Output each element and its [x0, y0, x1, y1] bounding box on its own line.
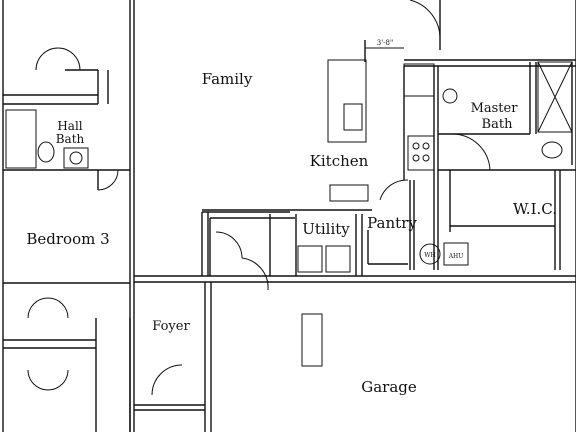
- label-garage: Garage: [361, 378, 417, 396]
- label-family: Family: [202, 70, 253, 88]
- wall-bedroom-closet: [3, 318, 131, 432]
- label-utility: Utility: [302, 220, 350, 238]
- label-wic: W.I.C.: [513, 200, 557, 218]
- door-swing-garage: [241, 257, 269, 291]
- master-toilet: [541, 141, 563, 159]
- kitchen-sink: [343, 103, 363, 131]
- label-kitchen: Kitchen: [310, 152, 369, 170]
- door-swing-foyer: [151, 364, 183, 396]
- kitchen-island: [327, 59, 367, 143]
- fixtures: [5, 47, 573, 367]
- bathtub: [5, 109, 37, 169]
- door-swing-master-bath: [451, 133, 491, 171]
- wall-master: [438, 0, 576, 276]
- wall-kitchen: [364, 0, 576, 270]
- door-swing-bath: [97, 169, 119, 191]
- door-swing-utility: [215, 231, 243, 259]
- refrigerator: [403, 63, 435, 97]
- door-swings: [27, 0, 491, 396]
- shower-line-2: [537, 61, 573, 133]
- door-swing-closet-4: [47, 297, 69, 319]
- wall-pantry: [367, 180, 415, 270]
- label-air-handler: AHU: [448, 253, 464, 260]
- water-heater: [419, 243, 441, 265]
- label-hall-bath-1: Hall: [57, 119, 82, 133]
- door-swing-closet-3: [27, 297, 49, 319]
- door-swing-closet-5: [27, 369, 49, 391]
- air-handler: [443, 242, 469, 266]
- master-shower: [537, 61, 573, 133]
- door-swing-pantry: [379, 179, 409, 201]
- wall-utility: [209, 214, 363, 276]
- door-swing-closet-6: [47, 369, 69, 391]
- label-dimension: 3'-8": [377, 39, 393, 47]
- wall-left-column: [2, 0, 135, 432]
- range: [407, 135, 435, 171]
- garage-fixture: [301, 313, 323, 367]
- burner-4: [422, 154, 430, 162]
- label-hall-bath-2: Bath: [56, 132, 85, 146]
- label-bedroom-3: Bedroom 3: [26, 230, 109, 248]
- wall-garage: [208, 275, 576, 432]
- label-pantry: Pantry: [367, 214, 417, 232]
- wall-foyer: [134, 282, 212, 432]
- burner-3: [412, 154, 420, 162]
- burner-1: [412, 142, 420, 150]
- dryer: [325, 245, 351, 273]
- dishwasher: [329, 184, 369, 202]
- label-master-bath-2: Bath: [482, 117, 514, 132]
- hall-bath-sink: [69, 151, 83, 165]
- label-foyer: Foyer: [152, 319, 190, 334]
- label-master-bath-1: Master: [471, 101, 519, 116]
- washer: [297, 245, 323, 273]
- master-sink: [442, 88, 458, 104]
- door-swing-entry: [409, 0, 441, 41]
- wall-family-foyer: [134, 209, 372, 283]
- door-swing-closet-1: [35, 47, 59, 71]
- hall-bath-toilet: [37, 141, 55, 163]
- hall-bath-vanity: [63, 147, 89, 169]
- door-swing-closet-2: [57, 47, 81, 71]
- label-water-heater: WH: [424, 252, 435, 259]
- burner-2: [422, 142, 430, 150]
